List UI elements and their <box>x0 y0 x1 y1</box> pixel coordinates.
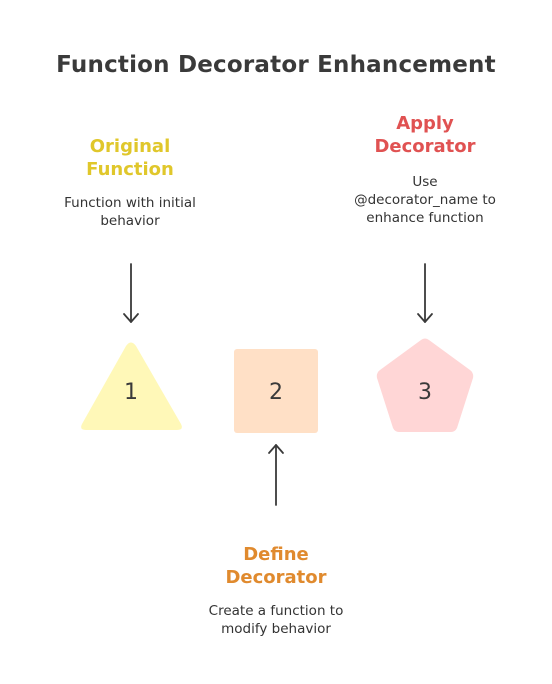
arrow-to-step-2 <box>268 444 284 506</box>
step-3-title-line-2: Decorator <box>374 136 476 157</box>
step-1-description: Function with initial behavior <box>40 194 220 230</box>
step-3-pentagon-shape <box>376 338 474 432</box>
step-2-square-shape <box>234 349 318 433</box>
step-2-title-line-2: Decorator <box>225 567 327 588</box>
step-2-title: Define Decorator <box>186 543 366 589</box>
step-1-title: Original Function <box>40 135 220 181</box>
step-2-description: Create a function to modify behavior <box>186 602 366 638</box>
step-3-desc-line-3: enhance function <box>366 210 484 226</box>
step-2-desc-line-2: modify behavior <box>221 621 331 637</box>
step-1-title-line-1: Original <box>89 136 171 157</box>
step-2-desc-line-1: Create a function to <box>208 603 344 619</box>
step-1-title-line-2: Function <box>86 159 174 180</box>
step-3-desc-line-2: @decorator_name to <box>354 192 496 208</box>
step-3-description: Use @decorator_name to enhance function <box>335 173 515 227</box>
diagram-title: Function Decorator Enhancement <box>56 52 496 78</box>
step-2-number: 2 <box>269 380 283 405</box>
step-3-number: 3 <box>418 380 432 405</box>
step-3-title: Apply Decorator <box>335 112 515 158</box>
step-1-triangle-shape <box>81 342 182 430</box>
step-1-desc-line-1: Function with initial <box>64 195 196 211</box>
step-2-title-line-1: Define <box>243 544 309 565</box>
step-3-desc-line-1: Use <box>412 174 438 190</box>
step-1-desc-line-2: behavior <box>100 213 160 229</box>
arrow-to-step-3 <box>417 263 433 323</box>
arrow-to-step-1 <box>123 263 139 323</box>
step-1-number: 1 <box>124 380 138 405</box>
step-3-title-line-1: Apply <box>396 113 454 134</box>
